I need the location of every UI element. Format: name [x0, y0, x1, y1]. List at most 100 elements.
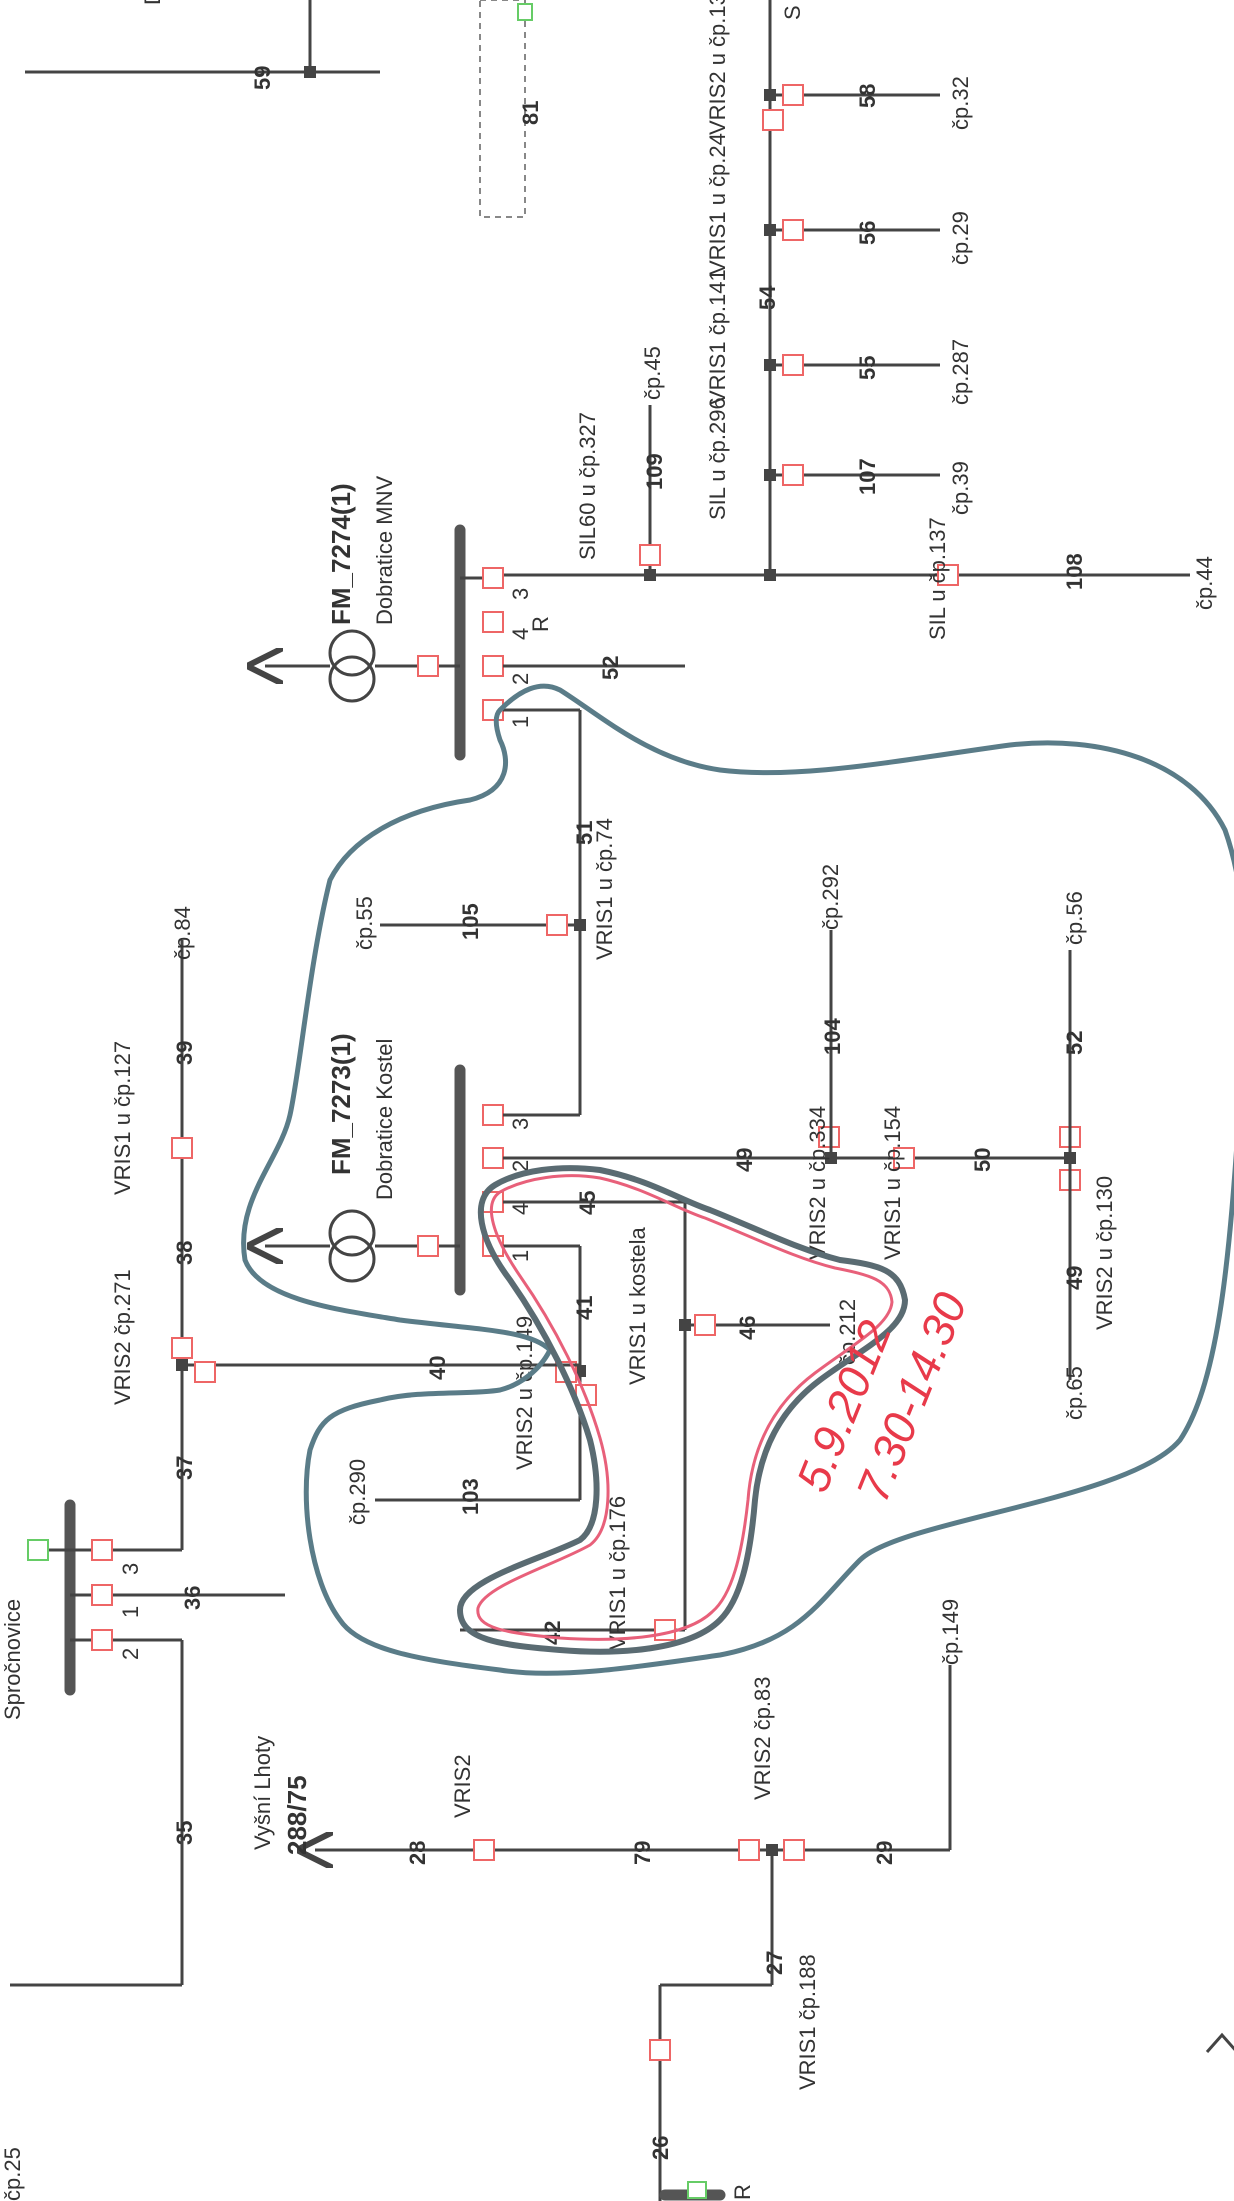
- switch-name-vris2-cp13: VRIS2 u čp.13: [705, 0, 730, 135]
- bus-output-label: 2: [118, 1648, 143, 1660]
- switch-icon[interactable]: [91, 1539, 113, 1561]
- switch-icon[interactable]: [738, 1839, 760, 1861]
- switch-icon[interactable]: [171, 1337, 193, 1359]
- dashed-line-81: 81: [479, 0, 543, 218]
- endpoint-cp65: čp.65: [1062, 1366, 1087, 1420]
- switch-icon[interactable]: [649, 2039, 671, 2061]
- switch-icon[interactable]: [783, 1839, 805, 1861]
- switch-name-vris2-cp83: VRIS2 čp.83: [750, 1676, 775, 1800]
- switch-icon[interactable]: [639, 544, 661, 566]
- transformer-icon: [328, 629, 376, 677]
- switch-icon[interactable]: [687, 2181, 707, 2199]
- substation-place: Dobratice MNV: [372, 476, 397, 625]
- section-label: 42: [540, 1621, 565, 1645]
- substation-sprocnovice: Spročnovice 3 1 2 36 35: [0, 1499, 285, 1987]
- switch-icon[interactable]: [194, 1361, 216, 1383]
- section-label: 35: [172, 1821, 197, 1845]
- section-label: 59: [250, 66, 275, 90]
- section-label: 104: [820, 1018, 845, 1055]
- switch-icon[interactable]: [694, 1314, 716, 1336]
- section-label: 58: [855, 84, 880, 108]
- section-label: 49: [1062, 1266, 1087, 1290]
- section-label: 45: [575, 1191, 600, 1215]
- bus-output-label: 4: [508, 1203, 533, 1215]
- switch-name-vris1-cp176: VRIS1 u čp.176: [605, 1496, 630, 1650]
- endpoint-cp45: čp.45: [640, 346, 665, 400]
- reserve-label: R: [528, 616, 553, 632]
- endpoint-cp44: čp.44: [1192, 556, 1217, 610]
- section-label: 27: [762, 1951, 787, 1975]
- switch-name-vris2-cp271: VRIS2 čp.271: [110, 1269, 135, 1405]
- section-label: 29: [872, 1841, 897, 1865]
- endpoint-cp25: čp.25: [0, 2147, 25, 2201]
- feeder-79-28: 28 VRIS2 79 VRIS2 čp.83 29 čp.149 Vyšní …: [0, 1599, 1234, 2201]
- switch-icon[interactable]: [782, 464, 804, 486]
- section-label: 50: [970, 1148, 995, 1172]
- switch-icon[interactable]: [937, 564, 959, 586]
- switch-name-vris2-cp130: VRIS2 u čp.130: [1092, 1176, 1117, 1330]
- switch-icon[interactable]: [782, 84, 804, 106]
- switch-icon[interactable]: [517, 3, 533, 21]
- substation-place: Spročnovice: [0, 1599, 25, 1720]
- switch-icon[interactable]: [171, 1137, 193, 1159]
- edge-letter-top: D: [140, 0, 165, 5]
- feeder-37-40: 40 38 39 37 VRIS2 čp.271 VRIS1 u čp.127 …: [110, 906, 580, 1550]
- section-label: 81: [518, 101, 543, 125]
- switch-icon[interactable]: [893, 1147, 915, 1169]
- substation-place: Dobratice Kostel: [372, 1039, 397, 1200]
- switch-name-vris1-cp24: VRIS1 u čp.24: [705, 133, 730, 275]
- substation-fm7273: 3 2 4 1 FM_7273(1) Dobratice Kostel 49 5…: [265, 864, 1117, 1650]
- switch-icon[interactable]: [473, 1839, 495, 1861]
- switch-name-vris1-cp188: VRIS1 čp.188: [795, 1954, 820, 2090]
- section-label: 38: [172, 1241, 197, 1265]
- switch-icon[interactable]: [762, 109, 784, 131]
- switch-icon[interactable]: [417, 1235, 439, 1257]
- bus-output-label: 1: [508, 1250, 533, 1262]
- switch-icon[interactable]: [782, 219, 804, 241]
- switch-icon[interactable]: [27, 1539, 49, 1561]
- switch-icon[interactable]: [482, 1147, 504, 1169]
- switch-icon[interactable]: [417, 655, 439, 677]
- section-label: 52: [598, 656, 623, 680]
- line-59-branch: 59: [25, 0, 380, 90]
- endpoint-cp32: čp.32: [948, 76, 973, 130]
- switch-icon[interactable]: [654, 1619, 676, 1641]
- section-label: 28: [405, 1841, 430, 1865]
- bus-output-label: 3: [118, 1563, 143, 1575]
- switch-icon[interactable]: [782, 354, 804, 376]
- switch-icon[interactable]: [546, 914, 568, 936]
- section-label: 108: [1062, 553, 1087, 590]
- section-label: 56: [855, 221, 880, 245]
- switch-icon[interactable]: [482, 655, 504, 677]
- endpoint-cp56: čp.56: [1062, 891, 1087, 945]
- section-label: 41: [572, 1296, 597, 1320]
- section-label: 40: [425, 1356, 450, 1380]
- feeder-54: S 54 58 VRIS2 u čp.13 čp.32 56 VRIS1 u č…: [705, 0, 973, 575]
- section-label: 55: [855, 356, 880, 380]
- bus-output-label: 2: [508, 1160, 533, 1172]
- feeder-108: 108 SIL u čp.137 čp.44 109 SIL60 u čp.32…: [490, 346, 1217, 640]
- switch-icon[interactable]: [482, 611, 504, 633]
- switch-name-sil-cp137: SIL u čp.137: [925, 517, 950, 640]
- section-label: 52: [1062, 1031, 1087, 1055]
- bus-output-label: 3: [508, 1118, 533, 1130]
- switch-icon[interactable]: [91, 1629, 113, 1651]
- switch-icon[interactable]: [818, 1126, 840, 1148]
- substation-title: FM_7273(1): [326, 1033, 356, 1175]
- switch-icon[interactable]: [482, 567, 504, 589]
- switch-name-vris1-cp141: VRIS1 čp.141: [705, 269, 730, 405]
- section-label: 39: [172, 1041, 197, 1065]
- switch-icon[interactable]: [482, 1104, 504, 1126]
- endpoint-cp287: čp.287: [948, 339, 973, 405]
- transformer-icon: [328, 1209, 376, 1257]
- switch-icon[interactable]: [91, 1584, 113, 1606]
- substation-fm7274: 3 4 R 2 1 FM_7274(1) Dobratice MNV 52 51…: [265, 476, 685, 1115]
- section-label: 37: [172, 1456, 197, 1480]
- switch-name-vris1-cp74: VRIS1 u čp.74: [592, 818, 617, 960]
- edge-letter-top-right: S: [780, 5, 805, 20]
- switch-name-vris2-cp334: VRIS2 u čp.334: [805, 1106, 830, 1260]
- section-label: 109: [642, 453, 667, 490]
- bus-output-label: 2: [508, 673, 533, 685]
- endpoint-cp290: čp.290: [345, 1459, 370, 1525]
